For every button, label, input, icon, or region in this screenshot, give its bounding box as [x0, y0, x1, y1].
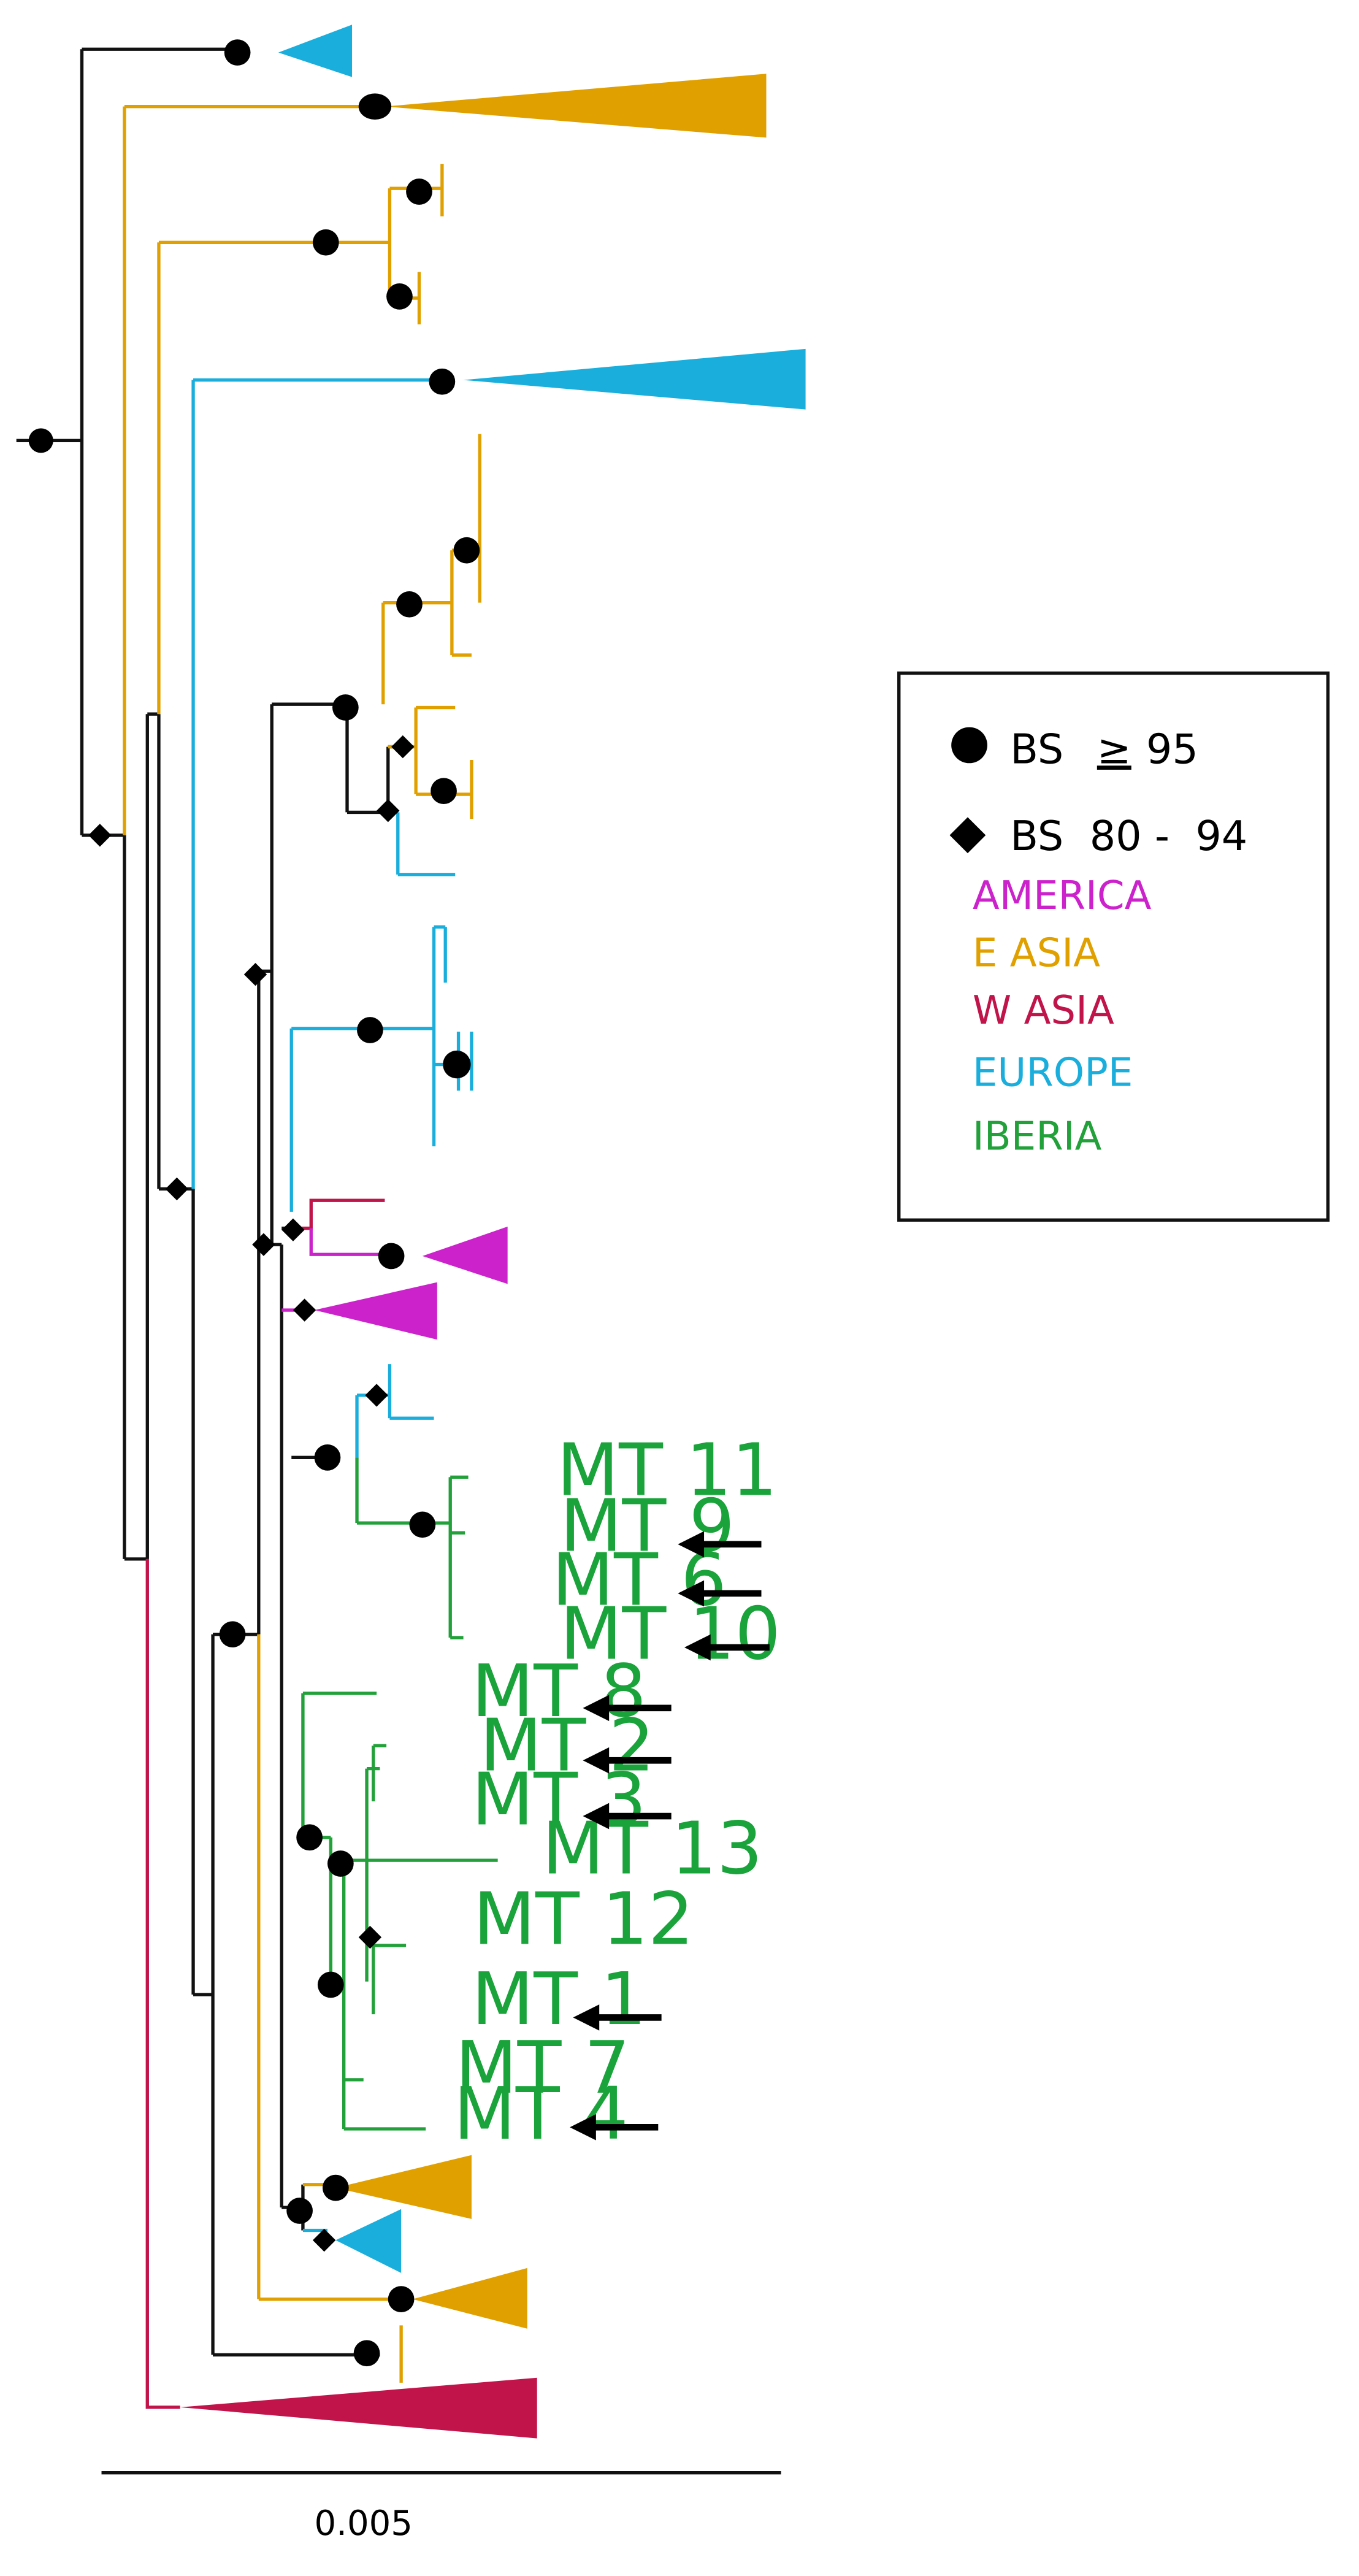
legend-box: [897, 671, 1330, 1222]
clade-east-asia-top: [385, 74, 767, 138]
node-diamond: [377, 799, 400, 822]
legend: BS ≥ 95 BS 80 - 94 AMERICA E ASIA W ASIA…: [897, 671, 1330, 1222]
scale-bar: 0.005: [101, 2471, 781, 2543]
arrow-icon: [583, 1695, 672, 1722]
arrow-icon: [583, 1747, 672, 1774]
node-circle: [388, 2286, 415, 2313]
node-diamond: [391, 735, 415, 759]
legend-bs-mid-label: BS 80 - 94: [1010, 812, 1247, 860]
node-circle: [358, 93, 392, 120]
node-circle: [296, 1824, 323, 1851]
tip-label-mt13: MT 13: [542, 1806, 763, 1890]
clade-america-2: [314, 1282, 437, 1340]
node-circle: [28, 428, 53, 453]
arrow-icon: [573, 2004, 662, 2031]
node-circle: [332, 694, 359, 721]
node-circle: [353, 2340, 380, 2367]
legend-bs-high-label: BS: [1010, 725, 1063, 773]
arrow-icon: [583, 1803, 672, 1830]
tip-label-mt2: MT 2: [480, 1703, 654, 1787]
node-circle: [286, 2198, 313, 2224]
legend-region-america: AMERICA: [973, 873, 1152, 919]
clade-europe-top: [278, 25, 353, 77]
node-circle: [224, 39, 251, 66]
tip-label-mt11: MT 11: [557, 1428, 778, 1512]
legend-circle-icon: [951, 727, 987, 764]
legend-bs-high-symbol: ≥: [1097, 725, 1131, 773]
node-circle: [312, 229, 339, 256]
tree-branches: [16, 47, 498, 2409]
node-circle: [409, 1511, 436, 1538]
node-circle: [317, 1971, 344, 1998]
node-circle: [406, 178, 432, 205]
node-diamond: [88, 824, 112, 847]
scale-bar-label: 0.005: [314, 2504, 412, 2543]
sample-arrows: [570, 1531, 770, 2141]
legend-diamond-icon: [949, 817, 986, 854]
node-circle: [386, 283, 413, 310]
arrow-icon: [684, 1634, 770, 1661]
node-circle: [431, 778, 457, 805]
tip-label-mt7: MT 7: [455, 2026, 630, 2110]
tip-label-mt12: MT 12: [473, 1877, 694, 1961]
node-circle: [314, 1444, 341, 1471]
legend-region-europe: EUROPE: [973, 1050, 1133, 1095]
arrow-icon: [678, 1531, 762, 1558]
node-circle: [429, 368, 456, 395]
collapsed-clades: [180, 25, 806, 2439]
node-circle: [322, 2174, 349, 2201]
clade-east-asia-bottom-1: [335, 2155, 472, 2219]
node-diamond: [358, 1925, 382, 1949]
tip-label-mt1: MT 1: [472, 1957, 646, 2041]
node-circle: [396, 591, 423, 618]
tip-label-mt9: MT 9: [560, 1484, 735, 1568]
node-circle: [357, 1017, 383, 1043]
node-circle: [443, 1050, 471, 1079]
node-diamond: [165, 1177, 189, 1201]
legend-region-iberia: IBERIA: [973, 1114, 1102, 1159]
tip-label-mt3: MT 3: [472, 1757, 646, 1841]
node-circle: [378, 1243, 405, 1270]
clade-west-asia: [180, 2377, 537, 2439]
node-circle: [327, 1850, 354, 1877]
support-circles: [28, 39, 480, 2367]
legend-region-east-asia: E ASIA: [973, 930, 1100, 976]
clade-europe-bottom: [335, 2209, 402, 2273]
tip-labels: MT 11 MT 9 MT 6 MT 10 MT 8 MT 2 MT 3 MT …: [454, 1428, 781, 2156]
node-circle: [453, 537, 480, 564]
node-diamond: [293, 1298, 316, 1322]
clade-east-asia-bottom-2: [412, 2267, 527, 2329]
legend-region-west-asia: W ASIA: [973, 988, 1114, 1033]
tip-label-mt10: MT 10: [560, 1592, 781, 1676]
node-diamond: [281, 1218, 305, 1241]
tip-label-mt8: MT 8: [472, 1649, 646, 1733]
node-diamond: [252, 1233, 275, 1256]
node-diamond: [243, 963, 267, 986]
clade-europe-large: [463, 348, 806, 410]
node-circle: [219, 1621, 246, 1648]
node-diamond: [365, 1384, 388, 1407]
support-diamonds: [88, 735, 415, 2252]
legend-bs-high-value: 95: [1146, 725, 1198, 773]
arrow-icon: [570, 2114, 659, 2141]
arrow-icon: [678, 1580, 762, 1607]
node-diamond: [312, 2228, 336, 2252]
tip-label-mt4: MT 4: [454, 2072, 629, 2156]
clade-america-1: [422, 1226, 508, 1284]
